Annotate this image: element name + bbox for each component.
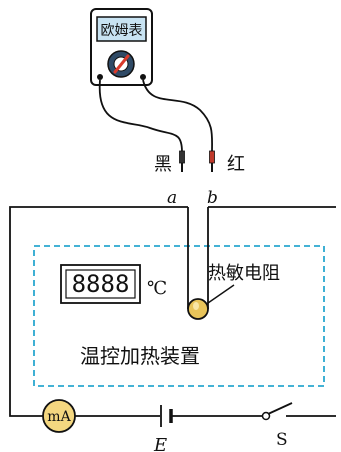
terminal-ohm <box>140 74 146 80</box>
display-digits: 8888 <box>72 270 130 298</box>
heating-device-boundary <box>33 245 325 387</box>
thermistor-highlight <box>193 302 199 310</box>
battery <box>160 405 173 427</box>
thermistor-leader-line <box>207 284 235 304</box>
terminal-com <box>97 74 103 80</box>
red-probe <box>209 150 215 172</box>
red-lead-wire <box>142 79 213 153</box>
ohmmeter: 欧姆表 <box>90 8 153 86</box>
black-lead-wire <box>98 79 183 153</box>
temperature-display: 8888 <box>60 264 141 304</box>
terminal-b-label: b <box>207 188 218 208</box>
milliammeter-label: mA <box>47 409 71 425</box>
device-name: 温控加热装置 <box>80 344 200 368</box>
ohmmeter-screen <box>96 16 147 42</box>
switch <box>261 402 293 421</box>
thermistor-probe <box>187 207 235 320</box>
temperature-unit: ℃ <box>147 278 167 299</box>
battery-label: E <box>153 435 167 452</box>
thermistor-label: 热敏电阻 <box>208 263 280 284</box>
black-lead-label: 黑 <box>154 154 172 175</box>
outer-circuit-wire <box>9 206 336 417</box>
thermistor-bead <box>187 298 209 320</box>
ohmmeter-title: 欧姆表 <box>101 23 143 39</box>
selector-pointer <box>113 54 130 74</box>
milliammeter: mA <box>42 399 76 433</box>
red-lead-label: 红 <box>227 154 245 175</box>
black-probe <box>179 150 185 172</box>
terminal-a-label: a <box>167 188 177 208</box>
switch-label: S <box>276 430 288 450</box>
